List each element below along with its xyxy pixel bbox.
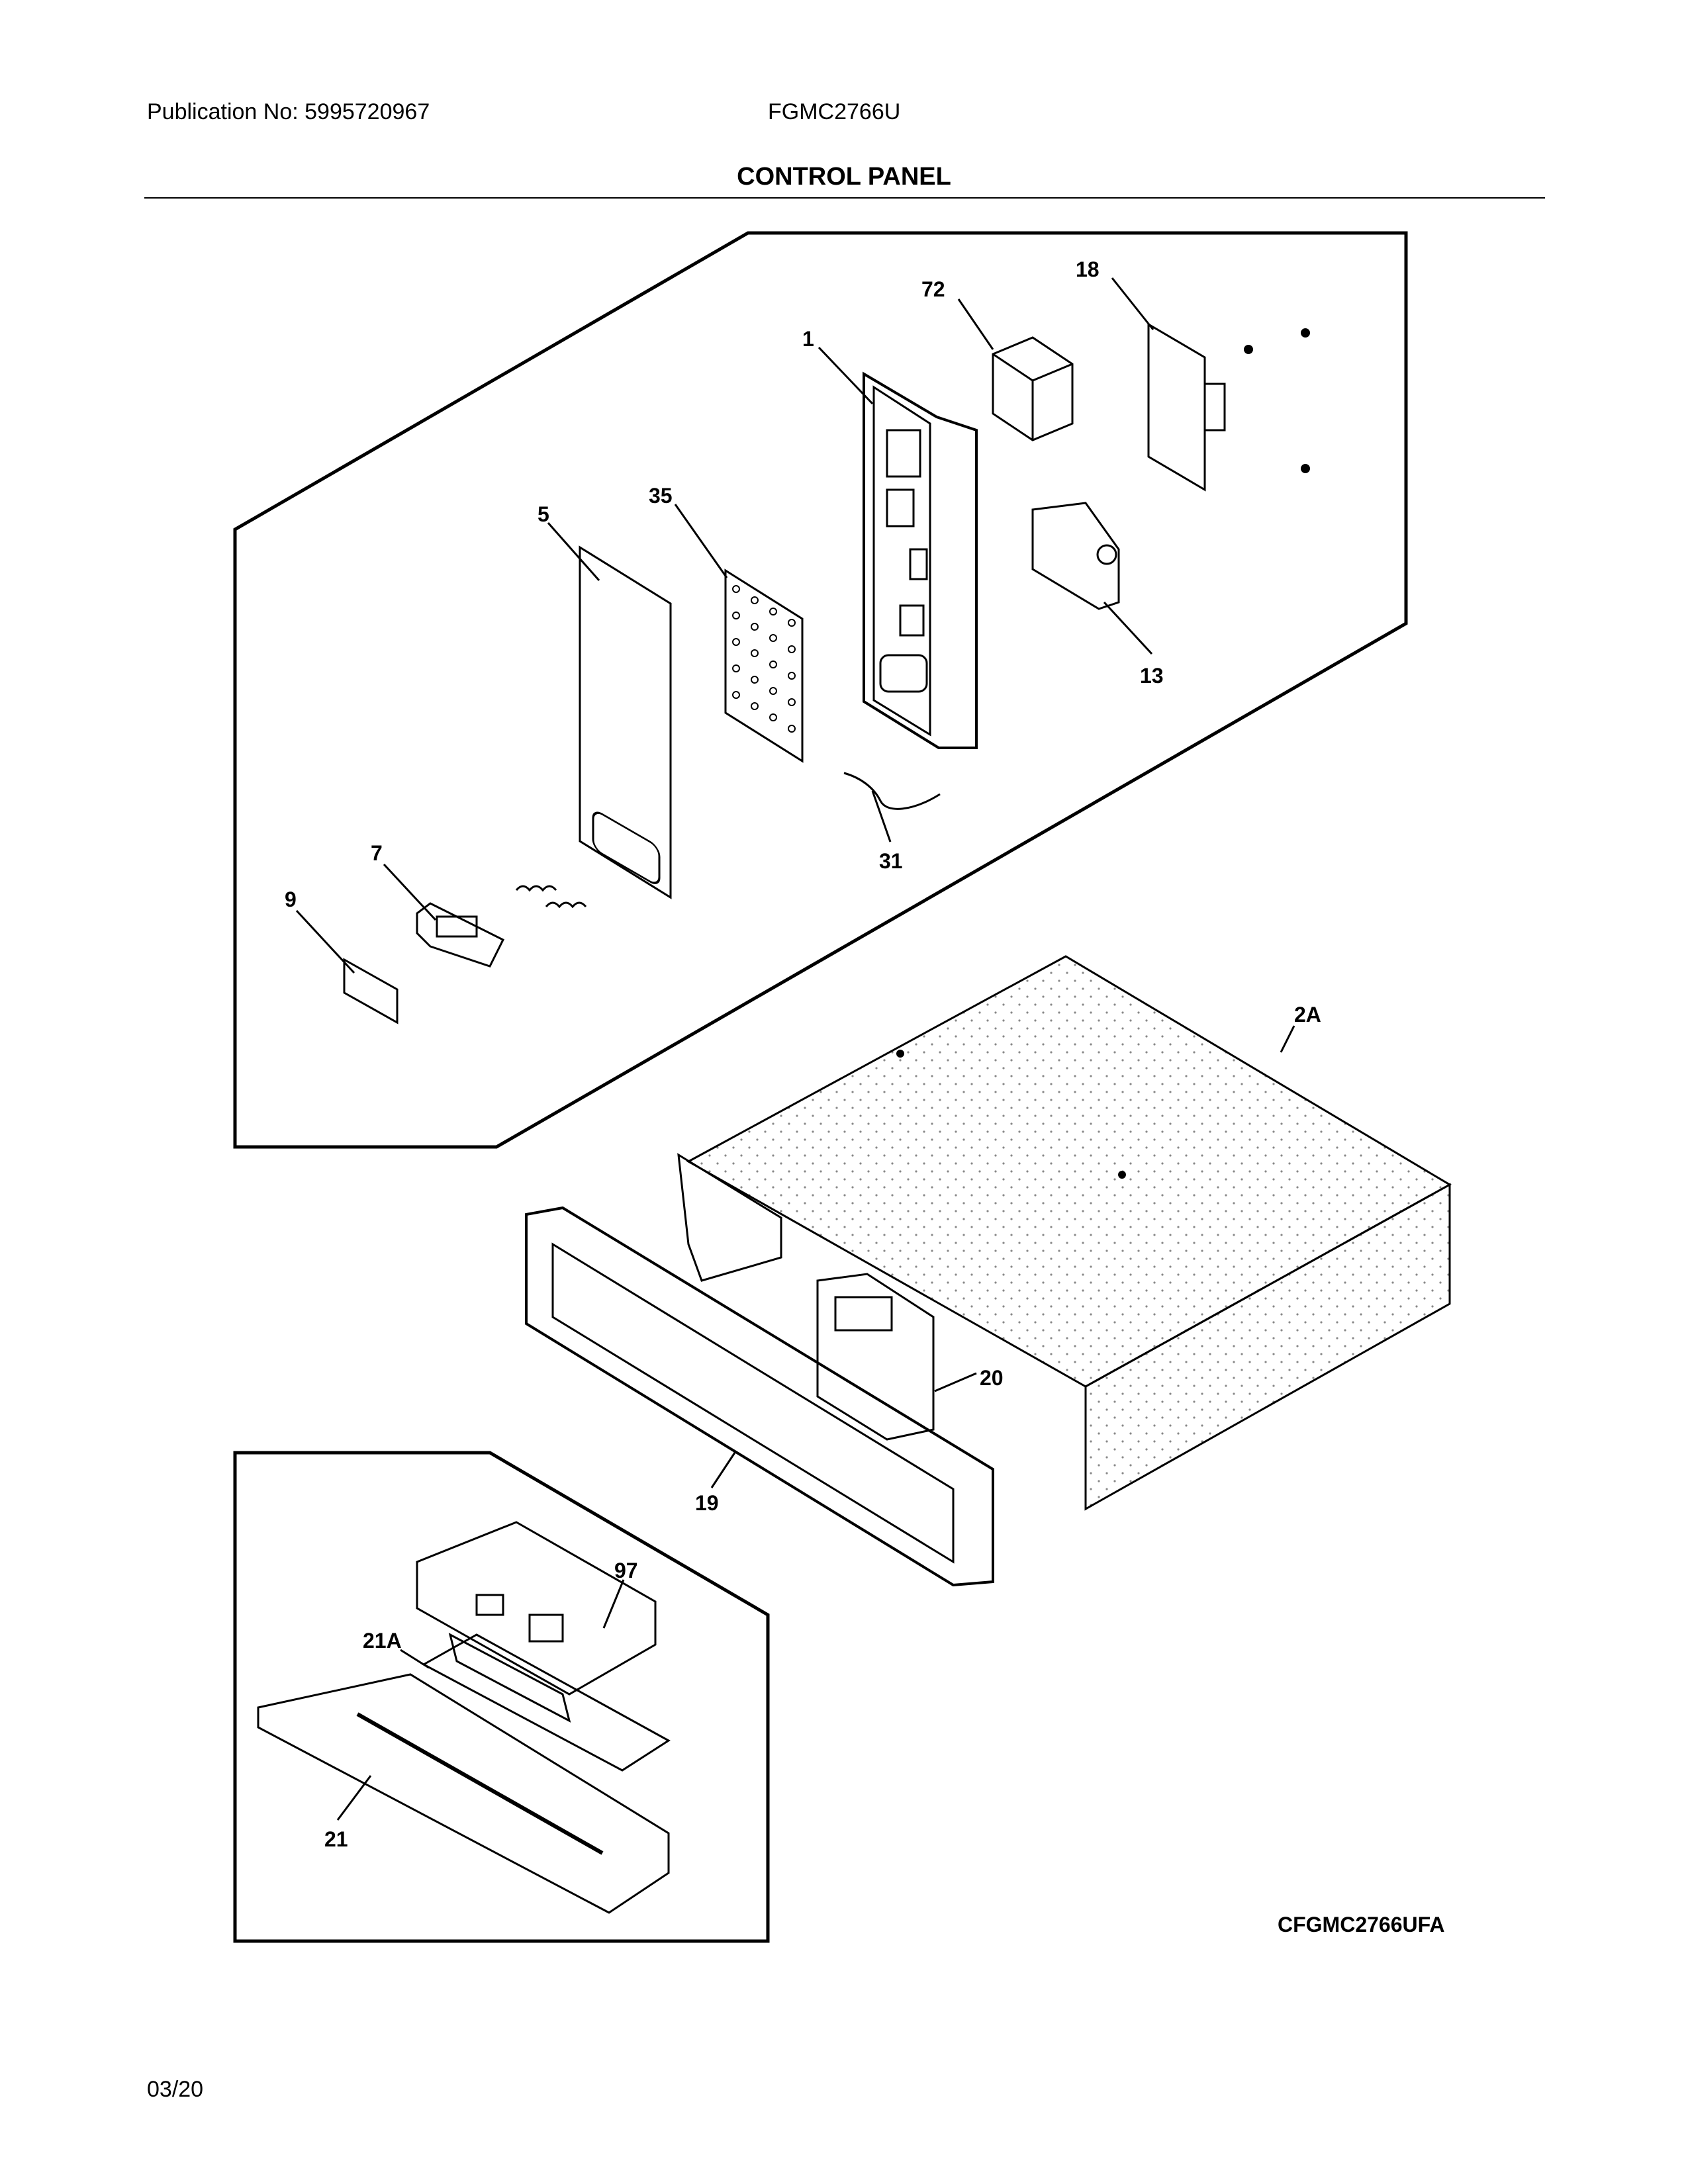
- publication-number: Publication No: 5995720967: [147, 99, 430, 124]
- part-board-18: [1147, 322, 1226, 492]
- upper-group-outline: [233, 231, 1408, 1149]
- callout-21: 21: [324, 1827, 348, 1851]
- part-dispenser-switch-13: [1031, 502, 1120, 610]
- part-paddle-7: [416, 885, 587, 968]
- part-tray-21: [257, 1673, 670, 1914]
- callout-35: 35: [649, 484, 673, 508]
- part-front-frame-19: [525, 1206, 994, 1587]
- diagram-code: CFGMC2766UFA: [1278, 1913, 1445, 1936]
- callout-31: 31: [879, 849, 903, 873]
- part-display-board-20: [816, 1273, 935, 1441]
- part-wire-31: [843, 772, 941, 810]
- part-cabinet-2A: [677, 955, 1452, 1511]
- callout-21A: 21A: [363, 1629, 402, 1653]
- screws: [1244, 328, 1310, 473]
- part-main-board-97: [416, 1521, 657, 1723]
- callout-7: 7: [371, 841, 383, 865]
- model-number: FGMC2766U: [768, 99, 901, 124]
- callout-19: 19: [695, 1491, 719, 1515]
- header-rule: [144, 197, 1545, 199]
- part-module-72: [992, 336, 1074, 441]
- callout-5: 5: [538, 502, 549, 526]
- part-button-membrane: [724, 569, 804, 763]
- callout-20: 20: [980, 1366, 1004, 1390]
- page-title: CONTROL PANEL: [737, 163, 951, 191]
- callout-72: 72: [921, 277, 945, 301]
- callout-97: 97: [614, 1559, 638, 1582]
- publication-date: 03/20: [147, 2077, 204, 2102]
- part-label-9: [343, 958, 399, 1024]
- part-overlay-panel: [579, 545, 672, 899]
- leader-lines: [295, 277, 1295, 1821]
- part-control-housing: [863, 371, 978, 749]
- callout-9: 9: [285, 887, 297, 911]
- callout-18: 18: [1076, 257, 1100, 281]
- part-bracket-21A: [421, 1633, 671, 1772]
- lower-group-outline: [233, 1451, 770, 1943]
- callout-1: 1: [802, 327, 814, 351]
- callout-13: 13: [1140, 664, 1164, 688]
- callout-2A: 2A: [1294, 1003, 1321, 1026]
